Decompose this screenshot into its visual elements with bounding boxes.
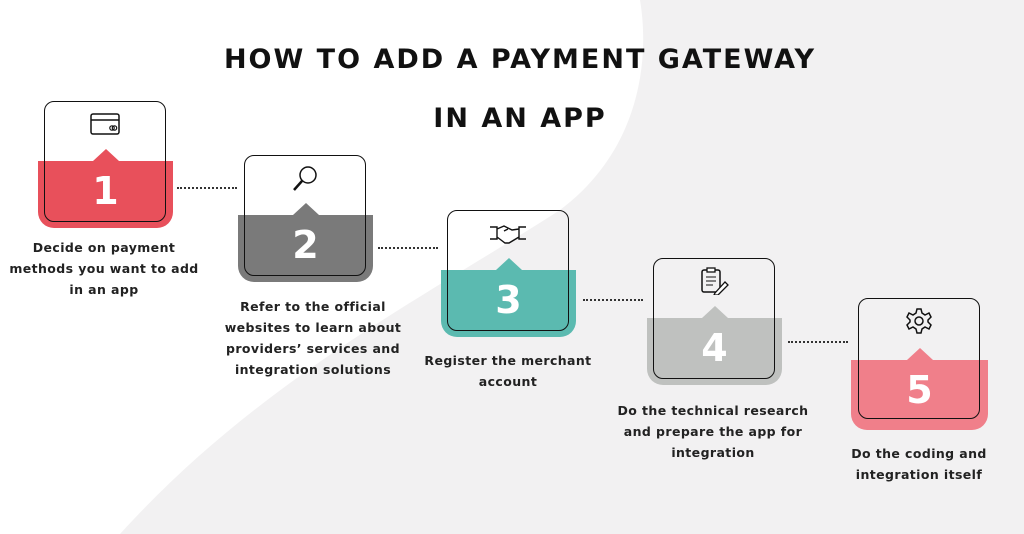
step-5: 5 <box>851 298 988 433</box>
connector-4-5 <box>788 341 848 343</box>
step-2-caption: Refer to the official websites to learn … <box>224 299 402 377</box>
clipboard-pencil-icon <box>701 267 729 295</box>
step-number: 5 <box>906 368 933 412</box>
gear-icon <box>906 308 932 334</box>
step-fill: 1 <box>38 149 173 228</box>
connector-2-3 <box>378 247 438 249</box>
step-number: 2 <box>292 223 319 267</box>
connector-3-4 <box>583 299 643 301</box>
credit-card-icon <box>90 113 120 135</box>
title-line-1: HOW TO ADD A PAYMENT GATEWAY <box>223 44 817 75</box>
step-4-caption: Do the technical research and prepare th… <box>617 403 809 460</box>
step-5-caption: Do the coding and integration itself <box>851 446 987 482</box>
step-1-caption: Decide on payment methods you want to ad… <box>9 240 199 297</box>
handshake-icon <box>490 225 526 244</box>
step-1: 1 <box>38 101 173 236</box>
step-2: 2 <box>238 155 373 290</box>
step-3: 3 <box>441 210 576 345</box>
step-box <box>44 101 166 222</box>
step-number: 1 <box>92 169 119 213</box>
step-3-caption: Register the merchant account <box>424 353 592 389</box>
title-line-2: IN AN APP <box>433 103 607 134</box>
connector-1-2 <box>177 187 237 189</box>
step-number: 4 <box>701 326 728 370</box>
step-number: 3 <box>495 278 522 322</box>
step-4: 4 <box>647 258 782 393</box>
magnifier-icon <box>293 166 317 191</box>
